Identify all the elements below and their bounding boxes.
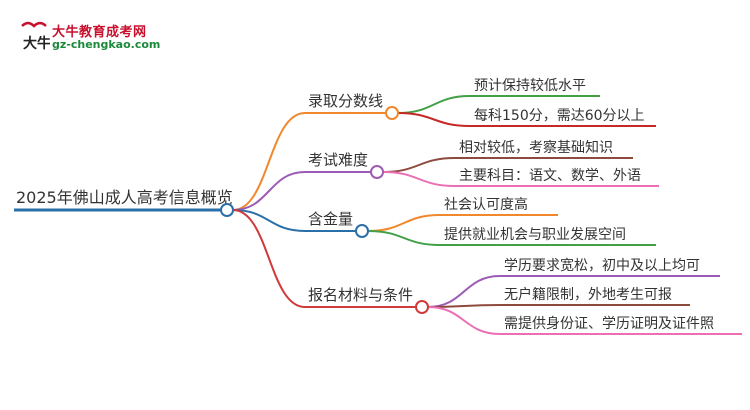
branch-label: 录取分数线 xyxy=(308,92,383,110)
branch-to-leaf-link xyxy=(367,230,441,246)
leaf-node[interactable]: 预计保持较低水平 xyxy=(470,78,600,97)
leaf-node[interactable]: 社会认可度高 xyxy=(440,196,558,216)
branch-label: 考试难度 xyxy=(308,151,368,169)
leaf-label: 无户籍限制，外地考生可报 xyxy=(504,286,672,303)
leaf-node[interactable]: 无户籍限制，外地考生可报 xyxy=(500,286,690,306)
leaf-node[interactable]: 需提供身份证、学历证明及证件照 xyxy=(500,316,742,335)
mindmap-links xyxy=(232,95,501,335)
bull-logo-icon: 大牛 xyxy=(21,21,50,52)
branch-to-leaf-link xyxy=(382,171,456,187)
root-to-branch-link xyxy=(232,112,306,211)
branch-node[interactable]: 考试难度 xyxy=(305,151,384,179)
branch-to-leaf-link xyxy=(397,112,471,127)
root-node-label: 2025年佛山成人高考信息概览 xyxy=(16,188,233,207)
branch-label: 报名材料与条件 xyxy=(308,286,413,304)
logo-mark-text: 大牛 xyxy=(23,35,50,52)
branch-to-leaf-link xyxy=(427,306,501,335)
branch-node[interactable]: 含金量 xyxy=(305,210,369,238)
logo-title: 大牛教育成考网 xyxy=(52,25,147,40)
logo-url: gz-chengkao.com xyxy=(52,38,161,51)
leaf-label: 提供就业机会与职业发展空间 xyxy=(444,227,626,243)
leaf-label: 每科150分，需达60分以上 xyxy=(474,108,645,124)
root-to-branch-link xyxy=(232,209,306,232)
root-node[interactable] xyxy=(220,203,234,217)
leaf-label: 需提供身份证、学历证明及证件照 xyxy=(504,316,714,332)
leaf-node[interactable]: 学历要求宽松，初中及以上均可 xyxy=(500,257,720,277)
branch-node[interactable]: 录取分数线 xyxy=(305,92,399,120)
leaf-label: 预计保持较低水平 xyxy=(474,78,586,94)
branch-to-leaf-link xyxy=(367,214,441,232)
root-to-branch-link xyxy=(232,171,306,211)
root-to-branch-link xyxy=(232,209,306,308)
leaf-label: 社会认可度高 xyxy=(444,196,528,213)
leaf-node[interactable]: 相对较低，考察基础知识 xyxy=(455,139,633,159)
leaf-label: 学历要求宽松，初中及以上均可 xyxy=(504,257,700,274)
leaf-node[interactable]: 提供就业机会与职业发展空间 xyxy=(440,227,656,246)
branch-to-leaf-link xyxy=(427,275,501,308)
leaf-label: 主要科目：语文、数学、外语 xyxy=(459,168,641,184)
site-logo: 大牛 大牛教育成考网 gz-chengkao.com xyxy=(18,18,168,54)
leaf-node[interactable]: 主要科目：语文、数学、外语 xyxy=(455,168,659,187)
branch-label: 含金量 xyxy=(308,210,353,228)
branch-node[interactable]: 报名材料与条件 xyxy=(305,286,429,314)
leaf-label: 相对较低，考察基础知识 xyxy=(459,139,613,156)
leaf-node[interactable]: 每科150分，需达60分以上 xyxy=(470,108,656,127)
branch-to-leaf-link xyxy=(382,157,456,173)
branch-to-leaf-link xyxy=(397,95,471,114)
